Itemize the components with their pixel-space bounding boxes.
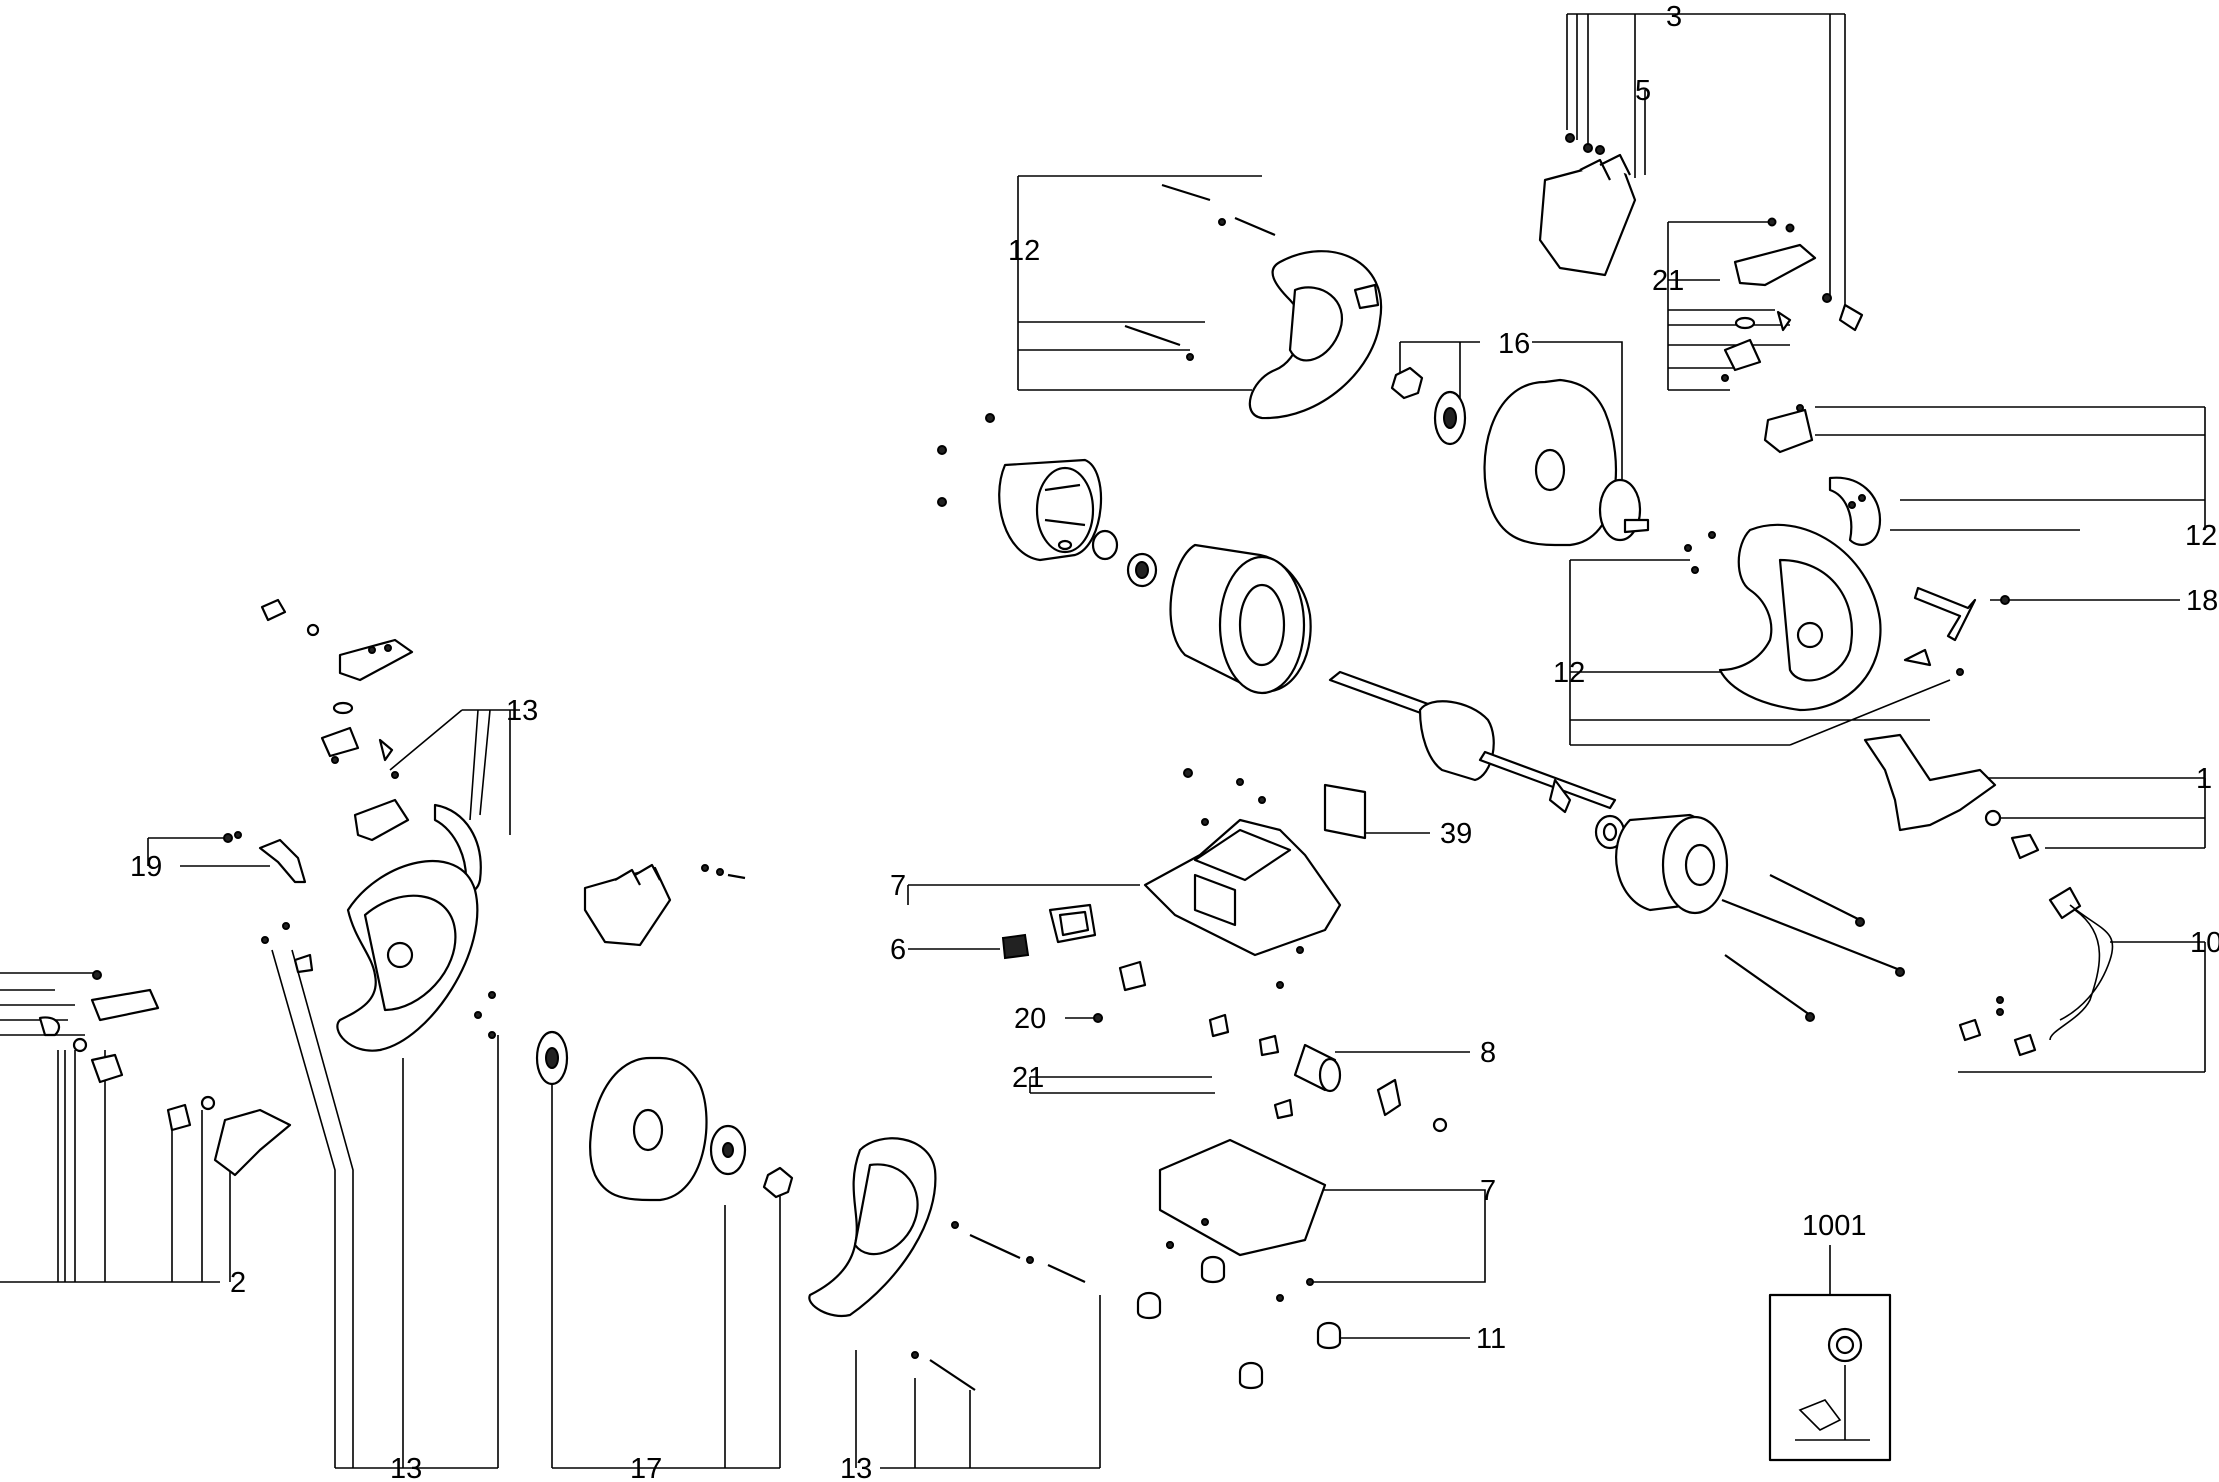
clip-18 [1903, 586, 2010, 676]
callout-20: 20 [1014, 1003, 1046, 1035]
callout-11: 11 [1476, 1323, 1506, 1355]
eye-shield-right [1538, 133, 1864, 332]
wiring-diagram-1001 [1768, 1293, 1892, 1462]
grinding-wheel-right [1390, 366, 1650, 547]
callout-10: 10 [2190, 927, 2219, 959]
callout-12-top: 12 [1008, 235, 1040, 267]
rotor [1328, 670, 1626, 850]
callout-6: 6 [890, 934, 906, 966]
wheel-guard-left [261, 860, 496, 1052]
stator [1169, 543, 1312, 695]
wheel-guard-lower-middle [808, 1137, 1086, 1391]
callout-13-bottom-left: 13 [390, 1453, 422, 1482]
callout-1001: 1001 [1802, 1210, 1867, 1242]
leader-lines [0, 13, 2206, 1469]
callout-17: 17 [630, 1453, 662, 1482]
callout-7-upper: 7 [890, 870, 906, 902]
switch-assembly [1001, 903, 1147, 1023]
motor-end-cover-right [1615, 813, 1729, 915]
tie-rods [1721, 874, 1905, 1022]
callout-8: 8 [1480, 1037, 1496, 1069]
tool-rest-right [1863, 733, 2040, 860]
callout-16: 16 [1498, 328, 1530, 360]
wheel-guard-right [1684, 404, 1882, 712]
tool-rest-left [38, 970, 292, 1177]
callout-19: 19 [130, 851, 162, 883]
callout-labels: 3 5 12 16 21 12 18 12 1 39 7 10 6 20 8 2… [130, 1, 2219, 1482]
label-plate-39 [1323, 783, 1367, 840]
parts [38, 133, 2114, 1462]
callout-39: 39 [1440, 818, 1472, 850]
capacitor [1208, 1013, 1448, 1133]
base-housing [1143, 768, 1342, 989]
grinding-wheel-left [535, 1030, 794, 1202]
callout-21-lower: 21 [1012, 1062, 1044, 1094]
power-cord [1958, 886, 2114, 1057]
wheel-guard-top-middle [1124, 183, 1383, 420]
rubber-feet [1136, 1241, 1342, 1390]
callout-12-mid: 12 [1553, 657, 1585, 689]
motor-end-cover-left [937, 413, 1158, 588]
base-plate [1158, 1138, 1327, 1302]
callout-3: 3 [1666, 1, 1682, 33]
callout-13-upper: 13 [506, 695, 538, 727]
callout-21-top: 21 [1652, 265, 1684, 297]
callout-7-lower: 7 [1480, 1175, 1496, 1207]
callout-18: 18 [2186, 585, 2218, 617]
callout-12-right: 12 [2185, 520, 2217, 552]
callout-1: 1 [2196, 763, 2212, 795]
callout-13-bottom-middle: 13 [840, 1453, 872, 1482]
callout-5: 5 [1635, 75, 1651, 107]
bracket-left [223, 598, 482, 894]
bracket-top-right [1721, 217, 1817, 382]
callout-2: 2 [230, 1267, 246, 1299]
eye-shield-left [583, 863, 746, 947]
